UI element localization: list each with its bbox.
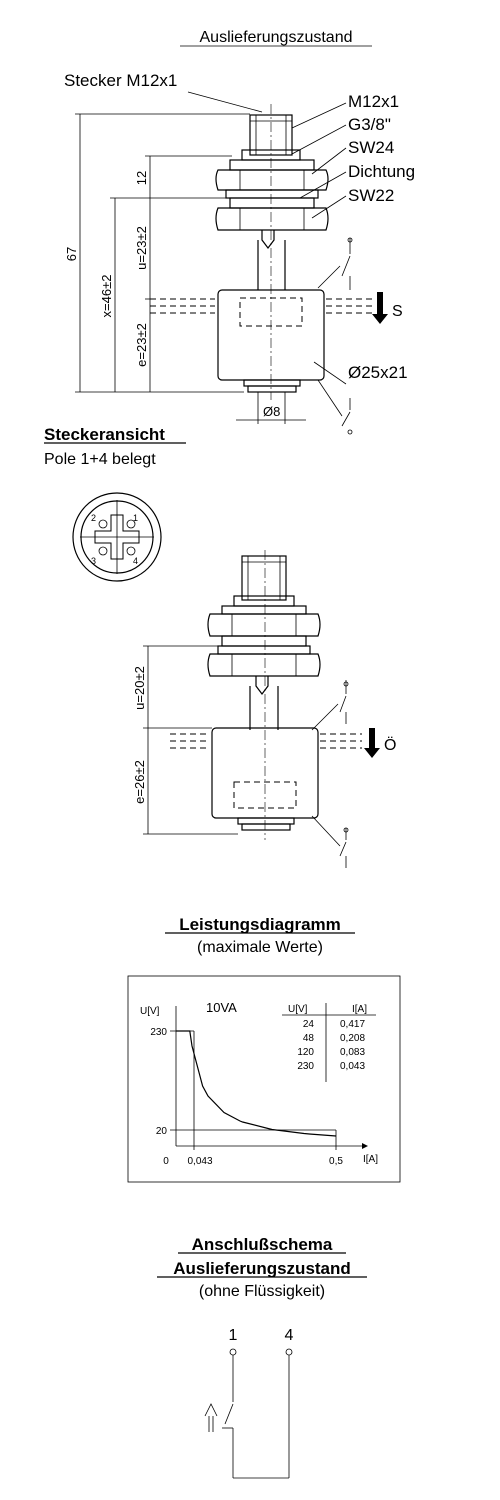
power-chart-frame [127,975,401,1183]
dim-e: e=23±2 [134,323,149,367]
seal [225,189,319,199]
float-up-arrow-icon [204,1403,218,1432]
switch-symbol-1 [317,237,353,435]
arrow-down-icon [372,292,388,324]
label-o: Ö [384,736,396,754]
tick-20: 20 [156,1126,168,1137]
power-xlabel: I[A] [363,1154,378,1165]
dim2-u: u=20±2 [132,666,147,710]
pin-3-label: 3 [91,556,96,566]
table-cell: 0,208 [340,1033,365,1044]
table-cell: 0,083 [340,1047,365,1058]
label-stecker: Stecker M12x1 [64,71,177,90]
leader-m12 [291,102,347,129]
dim-x: x=46±2 [99,275,114,318]
tick-0043: 0,043 [187,1156,212,1167]
arrow-down-icon-2 [364,728,380,758]
label-g38: G3/8" [348,115,391,134]
leader-dichtung [299,171,347,199]
label-sw24: SW24 [348,138,394,157]
dim-67: 67 [64,247,79,261]
dimension-lines [75,113,250,393]
table-header-i: I[A] [352,1004,367,1015]
stem [257,230,286,290]
dim-12: 12 [134,171,149,185]
connector-title: Steckeransicht [44,425,165,444]
view1-title: Auslieferungszustand [200,29,353,46]
nut-sw24 [215,159,329,191]
wiring-circuit [222,1348,293,1479]
leader-g38 [291,124,347,155]
table-cell: 120 [297,1047,314,1058]
label-m12: M12x1 [348,92,399,111]
connector-subtitle: Pole 1+4 belegt [44,451,156,468]
dim-u: u=23±2 [134,226,149,270]
dim2-e: e=26±2 [132,760,147,804]
tick-05: 0,5 [329,1156,343,1167]
pin-1-label: 1 [133,513,138,523]
tick-230: 230 [150,1027,167,1038]
power-title: Leistungsdiagramm [179,915,341,934]
label-sw22: SW22 [348,186,394,205]
x-axis-arrow-icon [362,1143,368,1149]
leader-diameter [313,361,347,385]
float-body-2 [211,727,319,831]
nut-sw22 [215,197,329,231]
plug-body-2 [207,555,321,730]
tick-0: 0 [163,1156,169,1167]
power-curve [176,1030,337,1137]
wiring-title-1: Anschlußschema [192,1235,333,1254]
label-s: S [392,303,403,320]
switch-symbol-2 [311,680,349,868]
power-subtitle: (maximale Werte) [197,939,323,956]
table-cell: 230 [297,1061,314,1072]
power-va: 10VA [206,1000,237,1015]
wiring-title-2: Auslieferungszustand [173,1259,351,1278]
label-diameter: Ø25x21 [348,363,408,382]
power-ylabel: U[V] [140,1006,160,1017]
table-header-u: U[V] [288,1004,308,1015]
pin-4-label: 4 [133,556,138,566]
table-cell: 24 [303,1019,315,1030]
dim-d8: Ø8 [263,404,280,419]
connector-face [72,492,162,582]
table-cell: 0,417 [340,1019,365,1030]
liquid-level-marks-2 [170,733,362,749]
liquid-level-marks [150,298,372,314]
pin-2-label: 2 [91,513,96,523]
wiring-pin-1: 1 [229,1327,238,1344]
leader-stecker [187,91,263,113]
table-cell: 48 [303,1033,315,1044]
dimension-lines-2 [143,645,238,835]
wiring-pin-4: 4 [285,1327,294,1344]
table-cell: 0,043 [340,1061,365,1072]
wiring-subtitle: (ohne Flüssigkeit) [199,1283,325,1300]
label-dichtung: Dichtung [348,162,415,181]
leader-sw22 [311,195,347,219]
